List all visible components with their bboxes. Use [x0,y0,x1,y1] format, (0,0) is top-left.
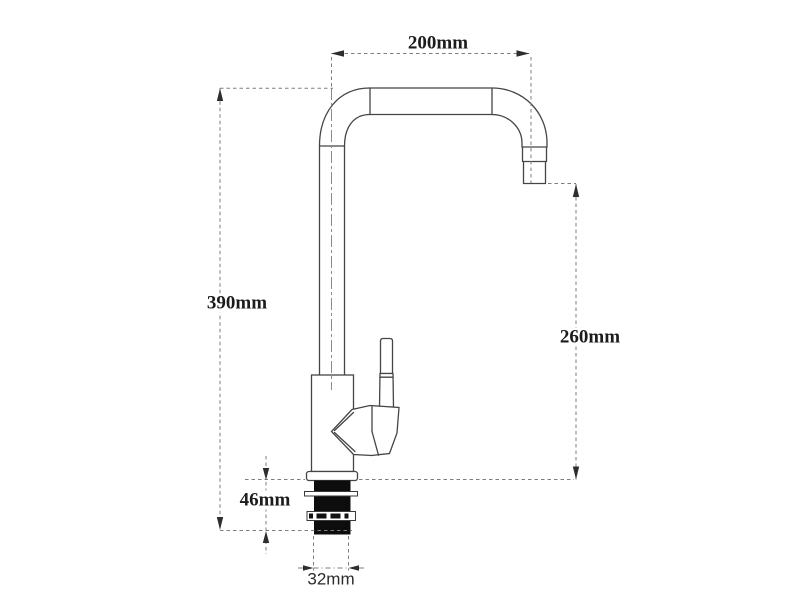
spout-tube [318,87,548,376]
faucet-outline [305,87,548,482]
dimension-32mm [298,536,364,576]
handle-lever [378,337,395,408]
mounting-flange [305,470,359,482]
dimension-label-spout-reach: 200mm [407,32,469,54]
dimension-label-mount-depth: 46mm [236,490,294,510]
threaded-shank [304,480,358,535]
spout-outlet [521,146,548,185]
dimension-label-overall-height: 390mm [203,293,271,313]
dimension-260mm [548,183,580,480]
dimension-390mm [216,87,333,530]
dimension-200mm [331,50,532,183]
dimension-label-spout-clearance: 260mm [556,327,624,347]
dimension-label-hole-diameter: 32mm [304,570,358,588]
washer [304,491,358,497]
handle-mount [330,404,400,457]
